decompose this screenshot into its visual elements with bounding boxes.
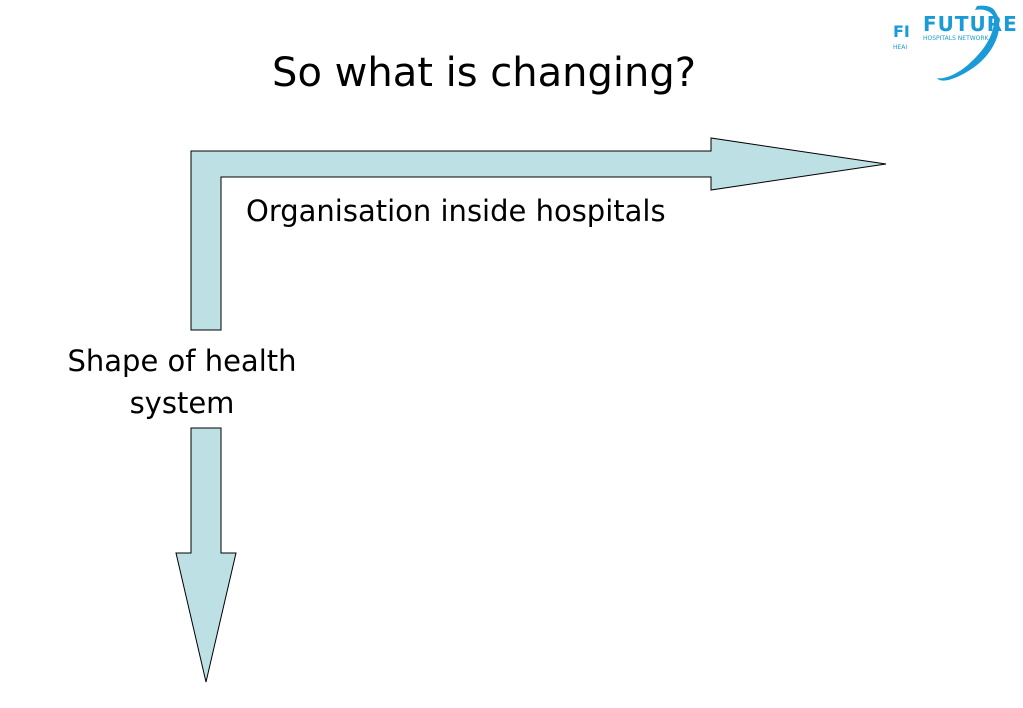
logo-tagline: HOSPITALS NETWORK	[923, 35, 989, 42]
vertical-arrow	[175, 427, 237, 683]
vertical-axis-label-line2: system	[129, 386, 235, 420]
horizontal-axis-label: Organisation inside hospitals	[246, 194, 666, 228]
logo-prefix: FI	[893, 22, 910, 41]
vertical-axis-label-line1: Shape of health	[67, 344, 297, 378]
future-hospitals-logo: FI FUTURE HOSPITALS NETWORK HEAI	[893, 4, 1017, 86]
horizontal-arrow	[190, 137, 887, 331]
logo-sub: HEAI	[893, 44, 908, 51]
page-title: So what is changing?	[272, 50, 696, 96]
vertical-axis-label: Shape of health system	[54, 340, 310, 424]
logo-brand: FUTURE	[923, 12, 1018, 36]
logo-swoosh-icon	[937, 5, 1000, 81]
